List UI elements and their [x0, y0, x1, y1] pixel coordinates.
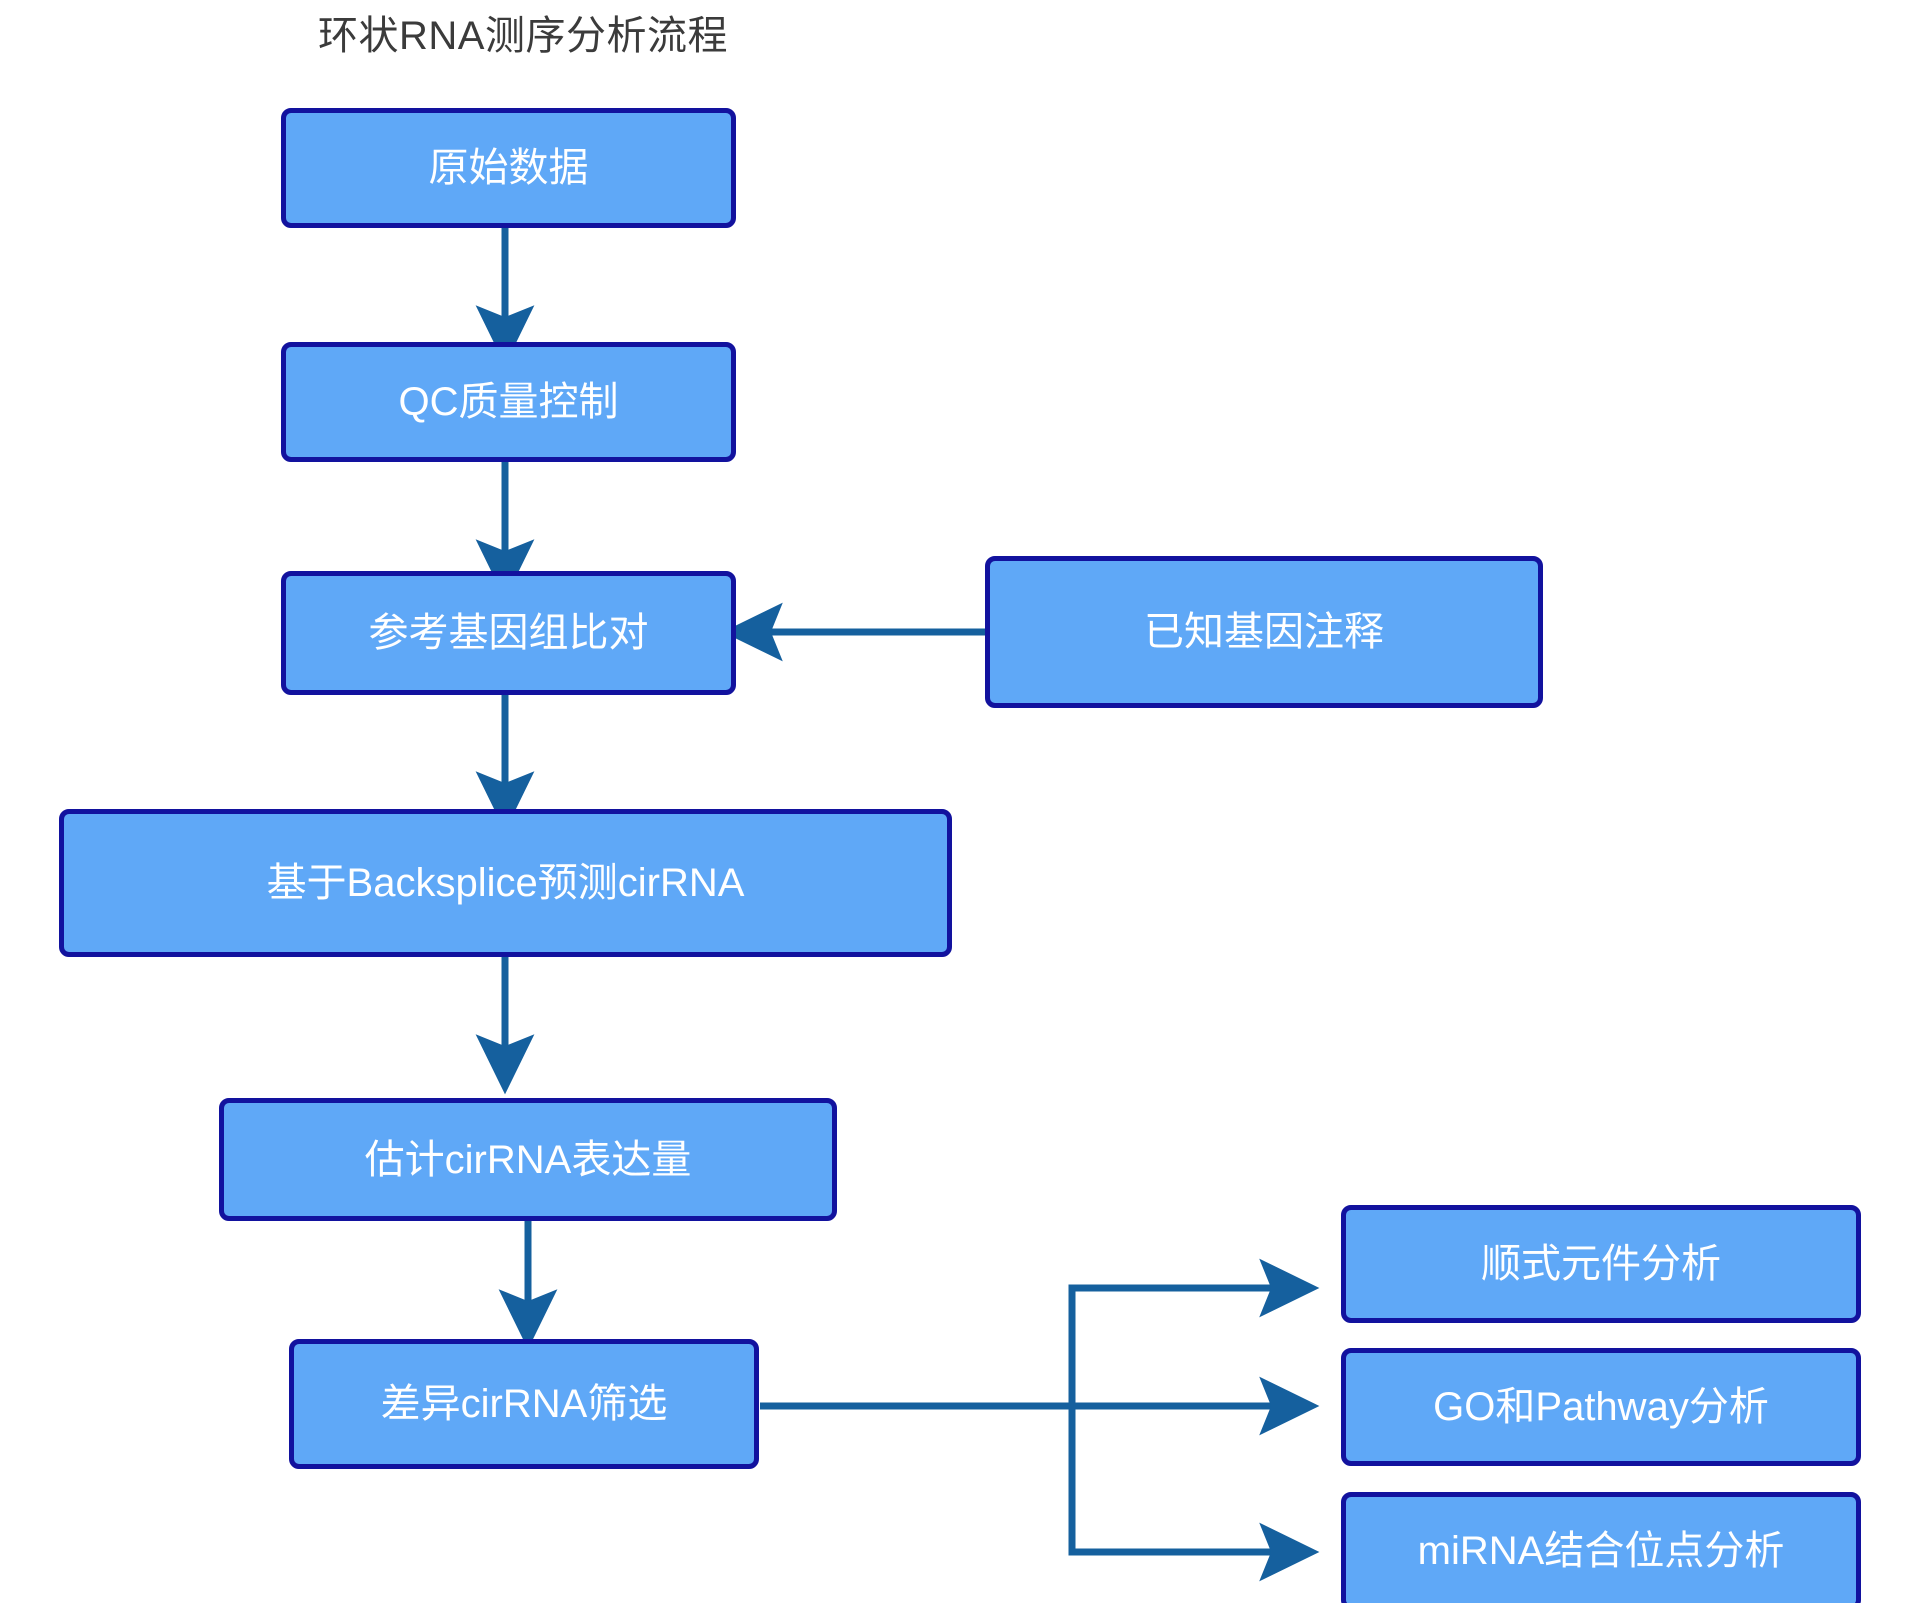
node-mirna-site[interactable]: miRNA结合位点分析	[1341, 1492, 1861, 1603]
node-label-known-gene-anno: 已知基因注释	[1144, 610, 1384, 654]
edge-diff-screen-to-cis-element	[760, 1258, 1320, 1410]
node-expression[interactable]: 估计cirRNA表达量	[219, 1098, 837, 1221]
node-label-cis-element: 顺式元件分析	[1481, 1242, 1721, 1286]
page-title: 环状RNA测序分析流程	[318, 14, 728, 58]
node-label-go-pathway: GO和Pathway分析	[1433, 1385, 1769, 1429]
node-label-raw-data: 原始数据	[428, 146, 589, 190]
node-diff-screen[interactable]: 差异cirRNA筛选	[289, 1339, 759, 1469]
node-go-pathway[interactable]: GO和Pathway分析	[1341, 1348, 1861, 1466]
node-label-backsplice: 基于Backsplice预测cirRNA	[266, 861, 745, 905]
node-label-diff-screen: 差异cirRNA筛选	[380, 1382, 668, 1426]
node-known-gene-anno[interactable]: 已知基因注释	[985, 556, 1543, 708]
node-label-qc: QC质量控制	[398, 380, 619, 424]
node-cis-element[interactable]: 顺式元件分析	[1341, 1205, 1861, 1323]
node-backsplice[interactable]: 基于Backsplice预测cirRNA	[59, 809, 952, 957]
node-label-genome-align: 参考基因组比对	[368, 611, 649, 655]
node-raw-data[interactable]: 原始数据	[281, 108, 736, 228]
node-label-mirna-site: miRNA结合位点分析	[1417, 1529, 1785, 1573]
edge-diff-screen-to-mirna-site	[1068, 1406, 1320, 1582]
node-genome-align[interactable]: 参考基因组比对	[281, 571, 736, 695]
node-label-expression: 估计cirRNA表达量	[364, 1137, 692, 1182]
node-qc[interactable]: QC质量控制	[281, 342, 736, 462]
